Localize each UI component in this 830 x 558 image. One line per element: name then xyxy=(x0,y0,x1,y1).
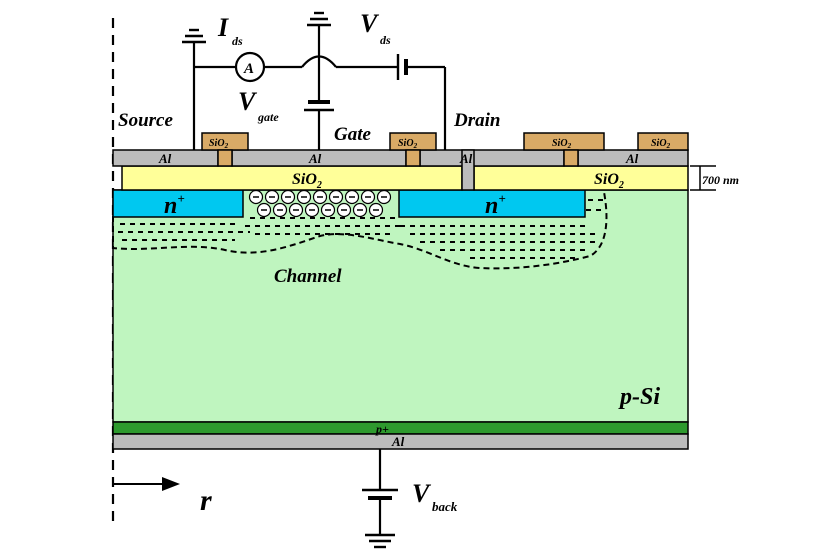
channel-label: Channel xyxy=(274,266,342,287)
r-axis-label: r xyxy=(200,484,212,517)
al-label-2: Al xyxy=(308,151,322,166)
gate-ground-icon xyxy=(307,11,331,27)
n-plus-source xyxy=(112,189,244,218)
vgate-label-main: V xyxy=(238,87,258,116)
gate-label: Gate xyxy=(334,124,372,145)
p-plus-label: p+ xyxy=(375,422,389,436)
sio2-island-1-stem xyxy=(217,149,233,167)
vds-label-main: V xyxy=(360,9,380,38)
al-contact-drain xyxy=(461,149,475,191)
al-label-back: Al xyxy=(391,434,405,449)
source-ground-icon xyxy=(182,28,206,44)
al-layer-drain xyxy=(419,149,565,167)
ids-label-sub: ds xyxy=(232,34,243,48)
sio2-island-4-label: SiO2 xyxy=(651,138,671,150)
substrate-label: p-Si xyxy=(618,384,660,410)
source-label: Source xyxy=(118,110,173,131)
drain-label: Drain xyxy=(453,110,500,131)
electron-row xyxy=(248,189,392,218)
sio2-island-2-label: SiO2 xyxy=(398,138,418,150)
channel-dashes xyxy=(118,199,604,259)
sio2-island-3-stem xyxy=(563,149,579,167)
n-plus-drain-label: n+ xyxy=(485,191,506,219)
ammeter-label: A xyxy=(243,61,254,77)
vback-label-main: V xyxy=(412,479,432,508)
vback-label-sub: back xyxy=(432,499,458,514)
ids-label-main: I xyxy=(217,13,229,42)
sio2-island-2-stem xyxy=(405,149,421,167)
channel-region xyxy=(112,191,608,270)
p-si-substrate xyxy=(112,189,689,423)
back-ground-icon xyxy=(365,533,395,549)
al-label-3: Al xyxy=(459,151,473,166)
sio2-island-4 xyxy=(637,132,689,151)
n-plus-source-label: n+ xyxy=(164,191,185,219)
r-axis-arrowhead xyxy=(162,477,180,491)
sio2-island-1-label: SiO2 xyxy=(209,138,229,150)
al-label-1: Al xyxy=(158,151,172,166)
al-back-layer xyxy=(112,433,689,450)
thickness-label: 700 nm xyxy=(702,173,739,187)
sio2-layer-right xyxy=(473,165,689,191)
sio2-right-label: SiO2 xyxy=(594,171,624,191)
al-label-4: Al xyxy=(625,151,639,166)
sio2-island-3-label: SiO2 xyxy=(552,138,572,150)
p-plus-layer xyxy=(112,421,689,435)
vds-label-sub: ds xyxy=(380,33,391,47)
sio2-main-label: SiO2 xyxy=(292,171,322,191)
vgate-label-sub: gate xyxy=(257,110,279,124)
electron-signs xyxy=(253,196,387,211)
